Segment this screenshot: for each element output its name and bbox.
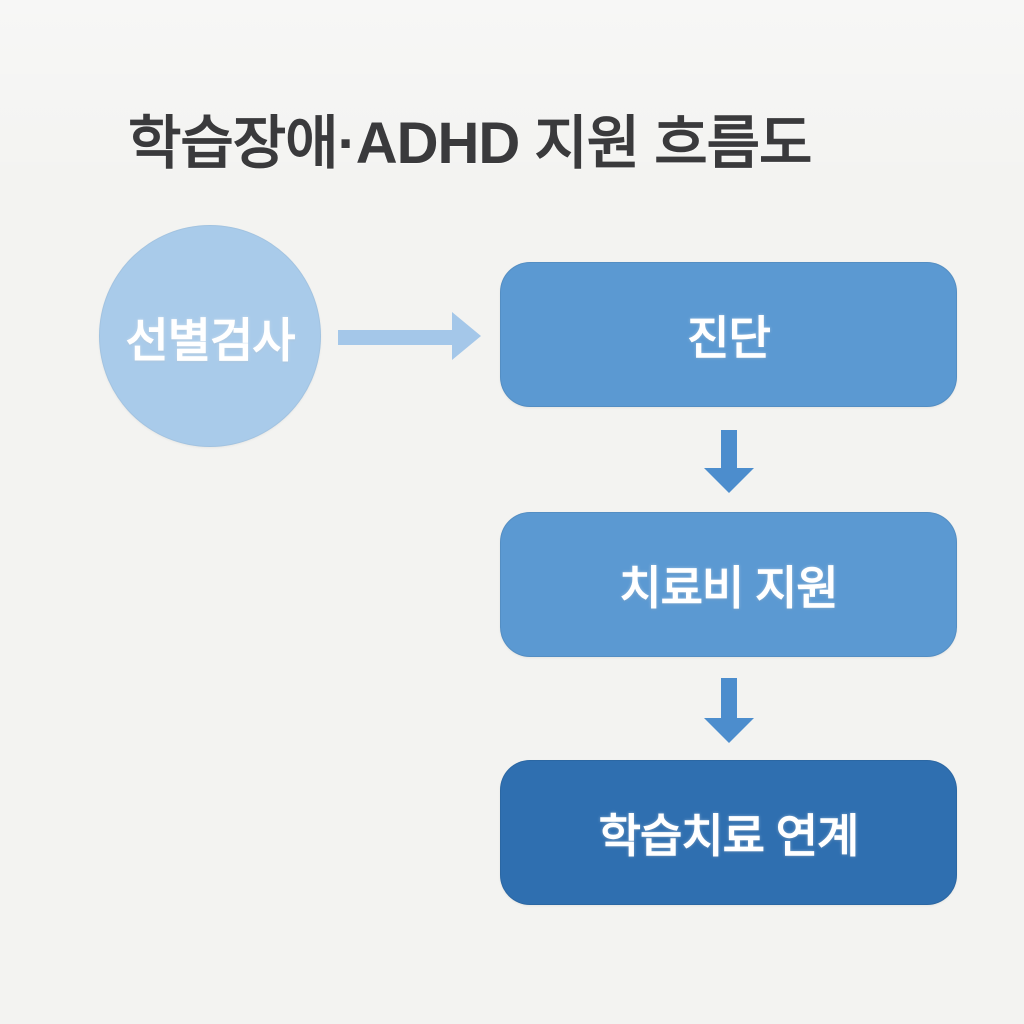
node-screening-circle: 선별검사 bbox=[99, 225, 321, 447]
node-diagnosis-label: 진단 bbox=[687, 311, 771, 364]
arrow-down-icon bbox=[704, 678, 754, 743]
node-learning-therapy-label: 학습치료 연계 bbox=[598, 809, 860, 862]
page-title: 학습장애·ADHD 지원 흐름도 bbox=[128, 111, 812, 176]
node-treatment-cost-box: 치료비 지원 bbox=[500, 512, 957, 657]
node-diagnosis-box: 진단 bbox=[500, 262, 957, 407]
arrow-down-icon bbox=[704, 430, 754, 493]
node-learning-therapy-box: 학습치료 연계 bbox=[500, 760, 957, 905]
node-treatment-cost-label: 치료비 지원 bbox=[619, 561, 838, 614]
arrow-right-icon bbox=[338, 312, 481, 360]
node-screening-label: 선별검사 bbox=[125, 313, 296, 367]
